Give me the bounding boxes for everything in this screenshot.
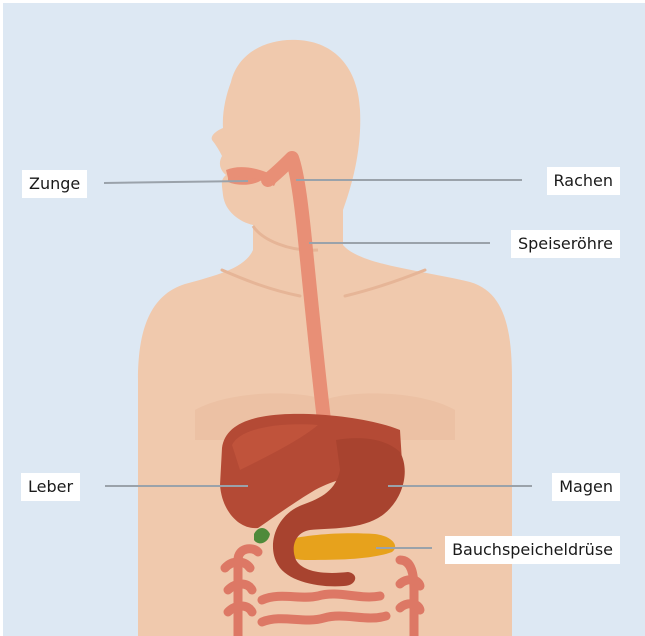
label-esophagus: Speiseröhre: [511, 230, 620, 258]
label-pancreas: Bauchspeicheldrüse: [445, 536, 620, 564]
label-tongue: Zunge: [22, 170, 87, 198]
label-liver: Leber: [21, 473, 80, 501]
label-stomach: Magen: [552, 473, 620, 501]
label-pharynx: Rachen: [547, 167, 621, 195]
